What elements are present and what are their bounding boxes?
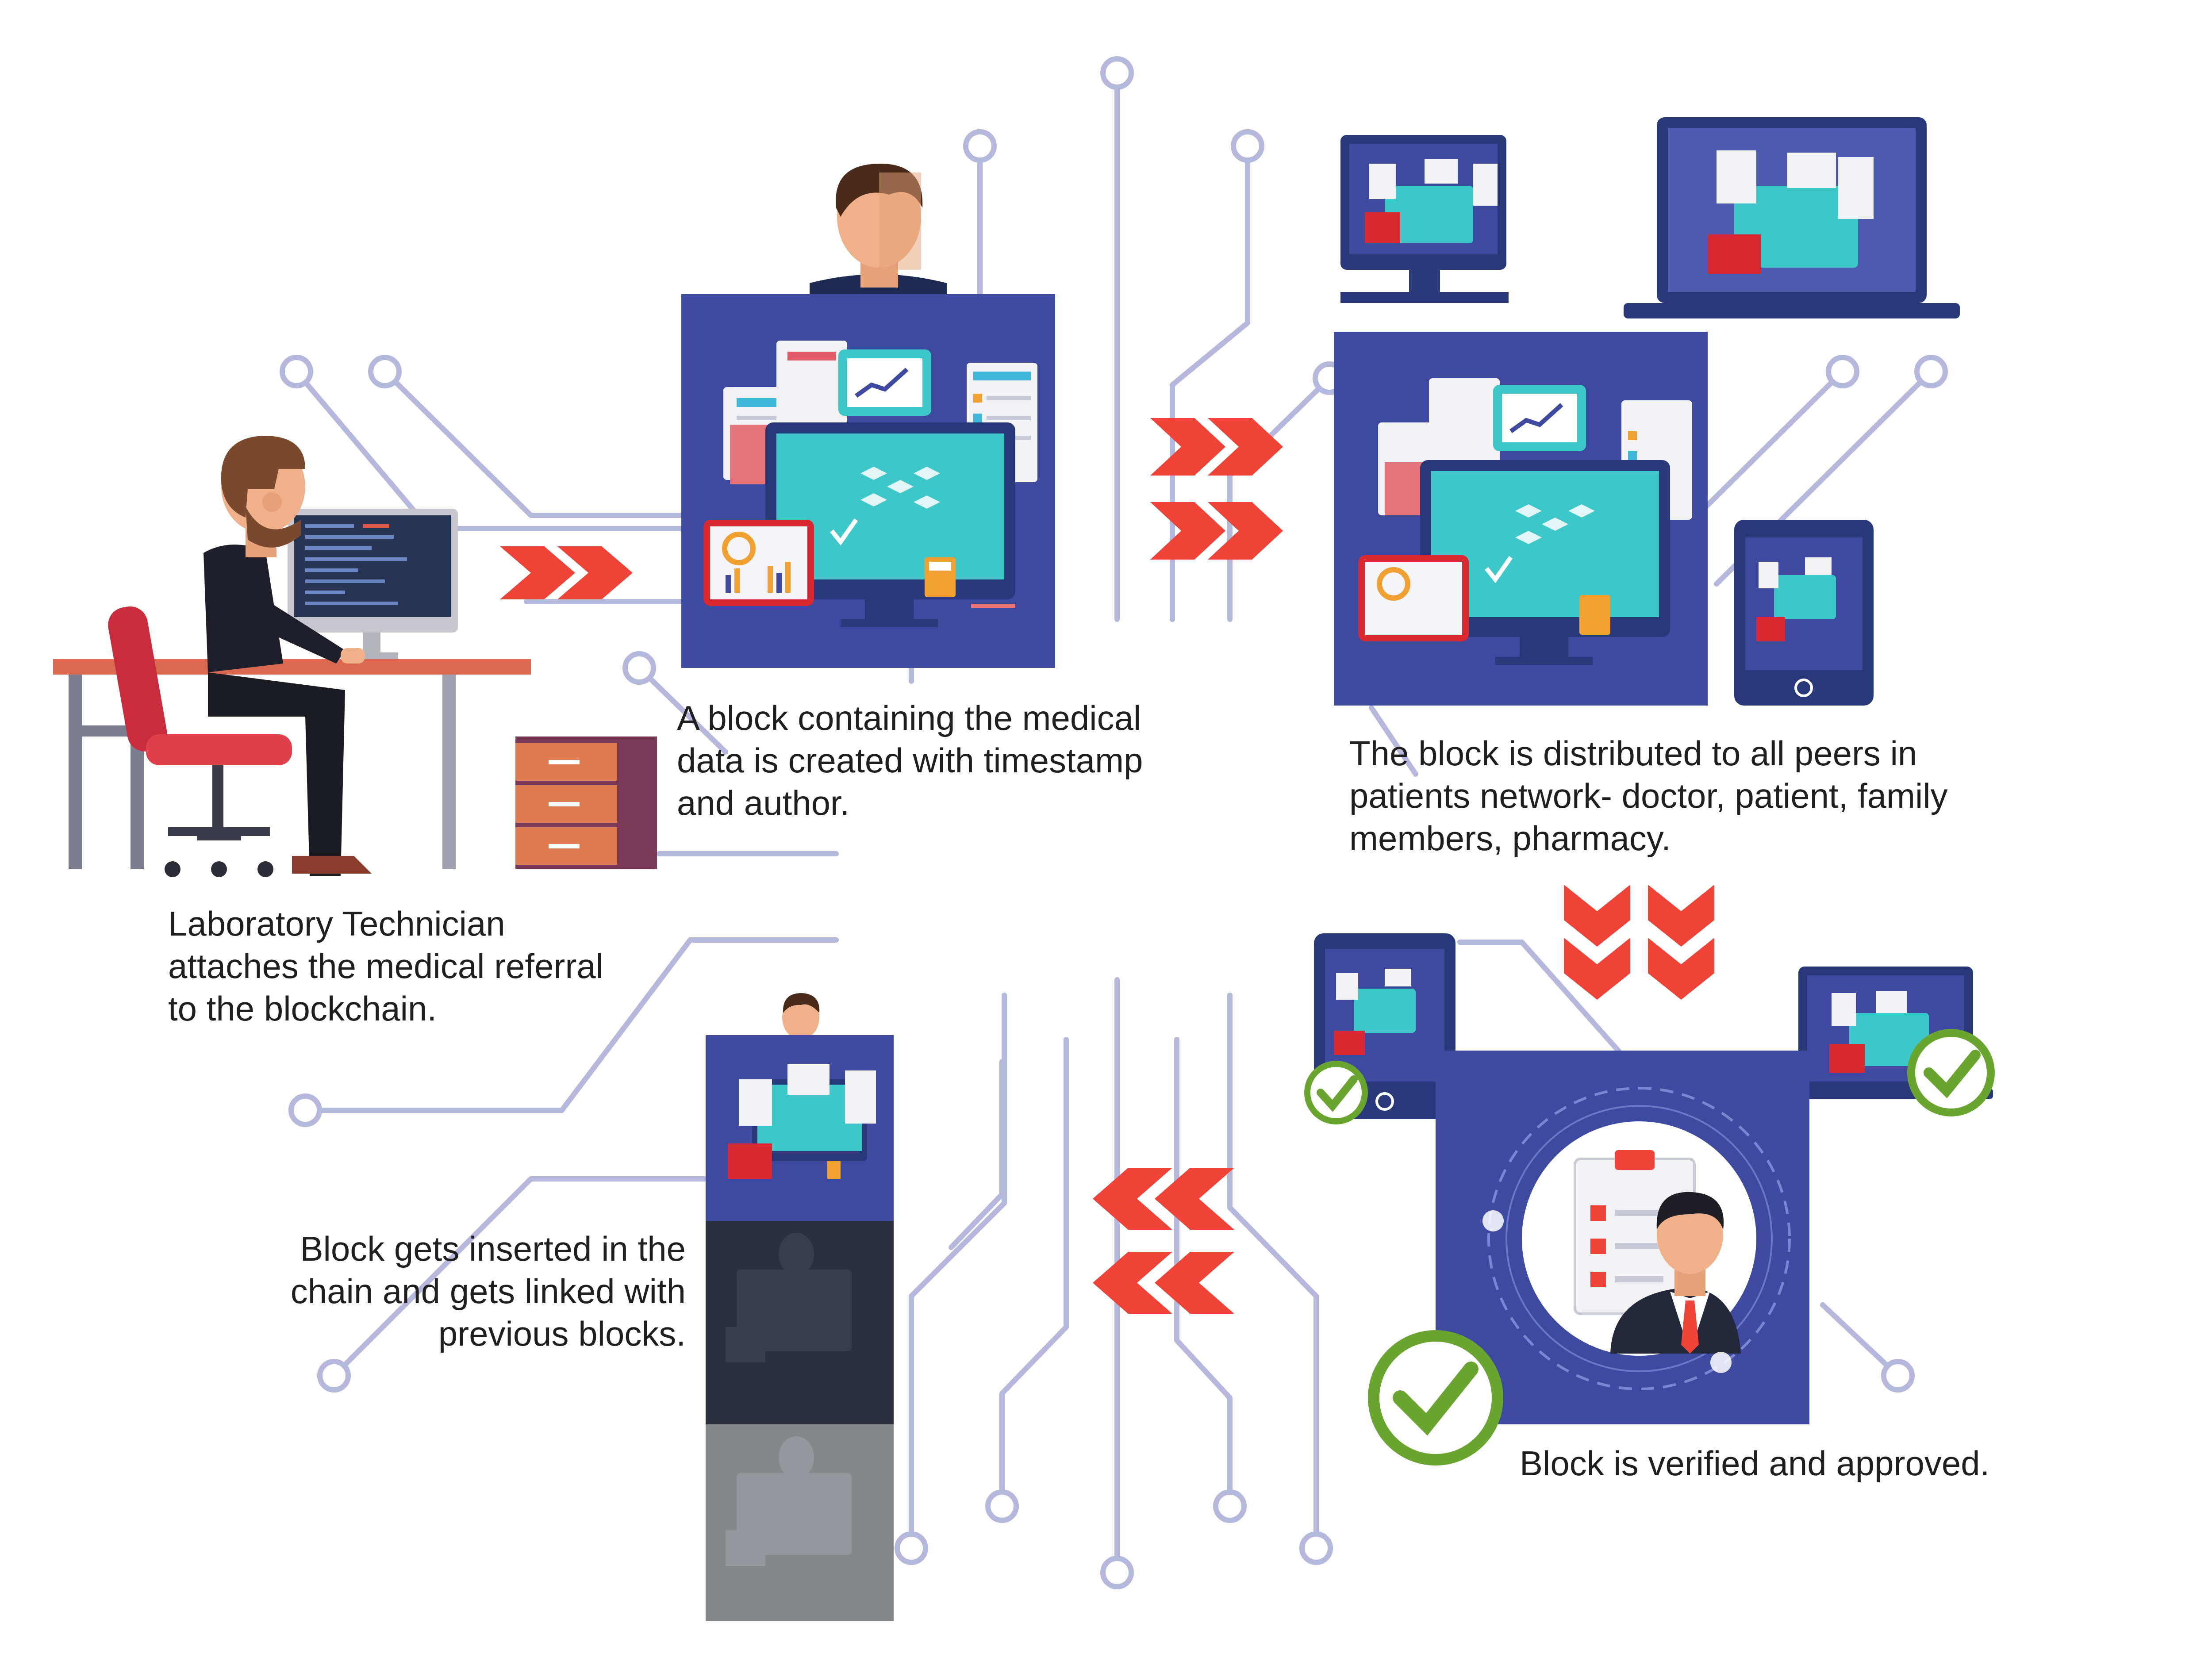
chevron-arrow-icon [1093,1168,1234,1314]
doctor-avatar-icon [1610,1192,1741,1354]
blockchain-stack [706,993,894,1621]
caption-distributed: The block is distributed to all peers in… [1349,734,1948,858]
caption-verified: Block is verified and approved. [1520,1444,1990,1483]
caption-technician: Laboratory Technician attaches the medic… [168,904,604,1028]
laptop-icon [1624,117,1960,318]
bitcoin-icon [1590,1205,1606,1287]
chevron-arrow-icon [500,546,633,599]
caption-inserted: Block gets inserted in the chain and get… [290,1229,686,1353]
circuit-nodes [280,56,1948,1589]
author-avatar-icon [810,164,947,301]
checkmark-icon [1907,1029,1995,1116]
chevron-arrow-icon [1150,418,1283,560]
checkmark-icon [1304,1061,1368,1124]
block-created-panel [681,164,1055,668]
monitor-icon [1340,135,1509,303]
block-distributed-panel [1334,117,1960,706]
checkmark-icon [1368,1330,1503,1465]
monitor-illustration [1358,378,1692,665]
technician-at-desk-icon [53,436,657,877]
tablet-icon [1734,520,1874,706]
monitor-illustration [703,341,1037,627]
caption-block-created: A block containing the medical data is c… [677,698,1143,822]
block-verified-panel [1304,933,1995,1465]
chevron-arrow-icon [1564,885,1714,1000]
